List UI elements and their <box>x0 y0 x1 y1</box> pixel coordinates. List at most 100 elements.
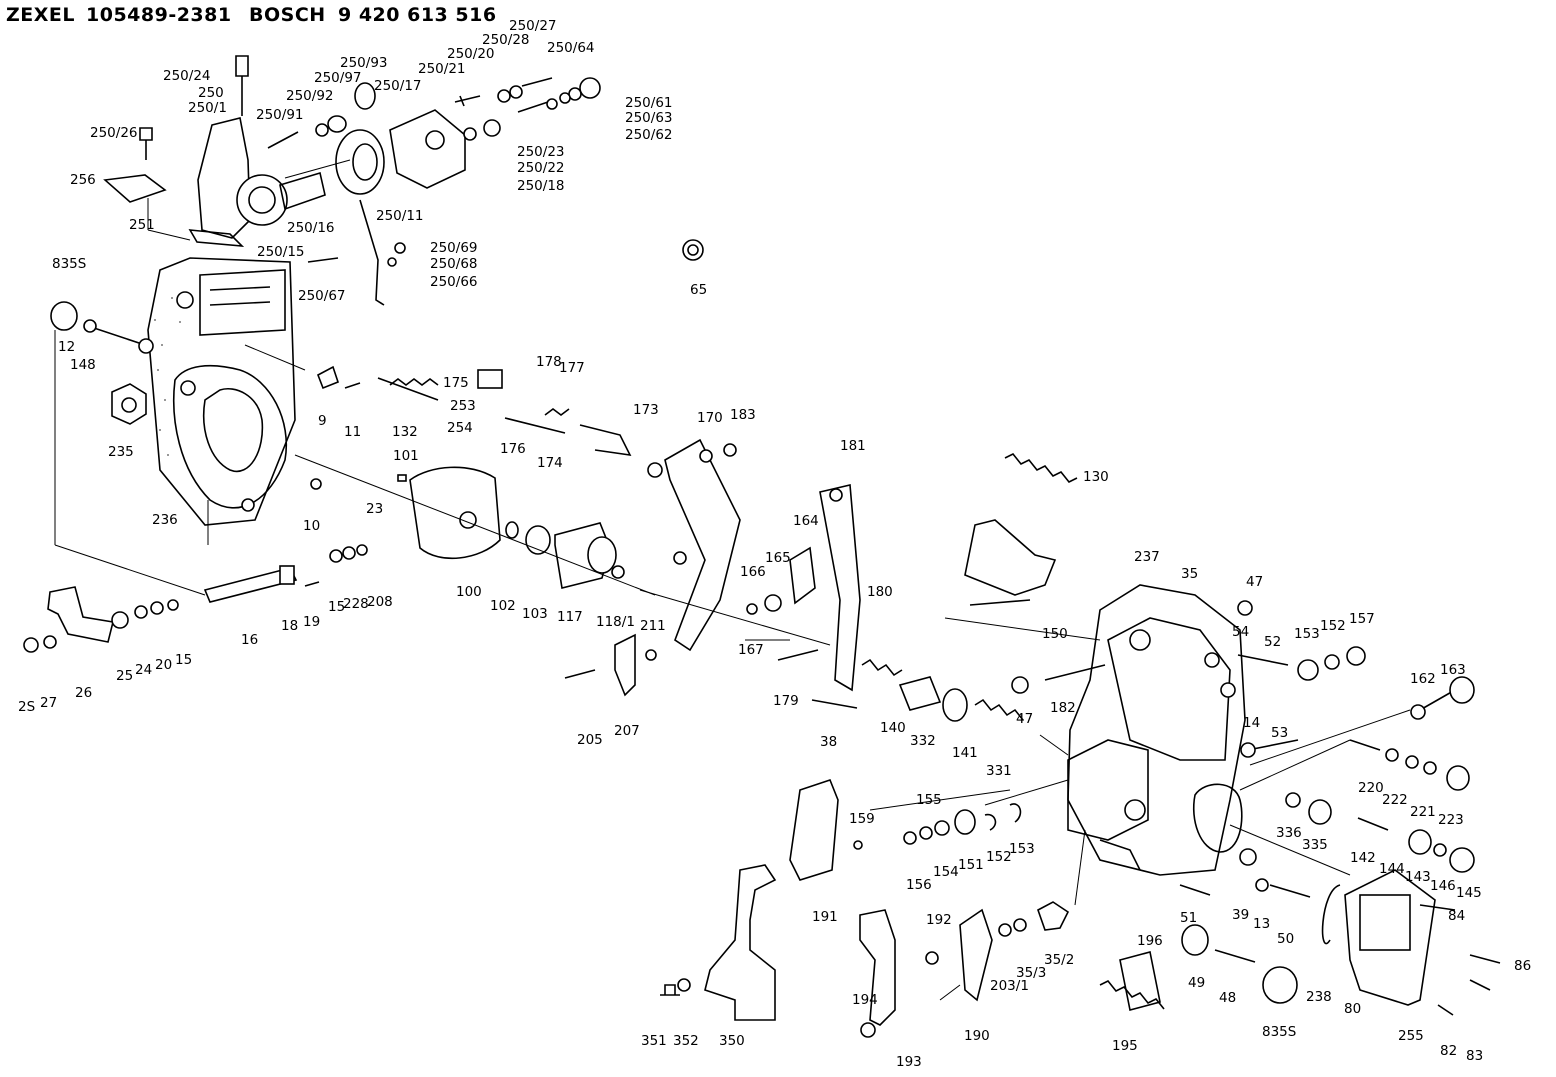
part-label-190: 190 <box>964 1028 990 1044</box>
part-label-228: 228 <box>343 596 369 612</box>
part-label-155: 155 <box>916 792 942 808</box>
part-label-352: 352 <box>673 1033 699 1049</box>
part-label-157: 157 <box>1349 611 1375 627</box>
part-label-179: 179 <box>773 693 799 709</box>
part-label-156: 156 <box>906 877 932 893</box>
part-label-140: 140 <box>880 720 906 736</box>
part-label-50: 50 <box>1277 931 1294 947</box>
part-label-23: 23 <box>366 501 383 517</box>
part-label-192: 192 <box>926 912 952 928</box>
part-number-labels: 250/24250250/1250/26256251250/91250/9225… <box>18 18 1531 1070</box>
part-label-49: 49 <box>1188 975 1205 991</box>
part-label-52: 52 <box>1264 634 1281 650</box>
part-label-12: 12 <box>58 339 75 355</box>
part-label-350: 350 <box>719 1033 745 1049</box>
part-label-48: 48 <box>1219 990 1236 1006</box>
part-label-237: 237 <box>1134 549 1160 565</box>
part-label-10: 10 <box>303 518 320 534</box>
part-label-336: 336 <box>1276 825 1302 841</box>
part-label-196: 196 <box>1137 933 1163 949</box>
part-label-118-1: 118/1 <box>596 614 635 630</box>
governor-housing-drawing <box>50 257 296 526</box>
bottom-parts-drawing <box>660 779 1165 1038</box>
part-label-178: 178 <box>536 354 562 370</box>
part-label-250-62: 250/62 <box>625 127 673 143</box>
part-label-250-24: 250/24 <box>163 68 211 84</box>
part-label-250-26: 250/26 <box>90 125 138 141</box>
part-label-835S: 835S <box>52 256 86 272</box>
part-label-250-68: 250/68 <box>430 256 478 272</box>
part-label-223: 223 <box>1438 812 1464 828</box>
part-label-180: 180 <box>867 584 893 600</box>
part-label-19: 19 <box>303 614 320 630</box>
part-label-211: 211 <box>640 618 666 634</box>
gasket-stipple <box>154 297 181 456</box>
part-label-35-2: 35/2 <box>1044 952 1074 968</box>
part-label-103: 103 <box>522 606 548 622</box>
part-label-35-3: 35/3 <box>1016 965 1046 981</box>
header-maker-1: ZEXEL <box>6 4 75 26</box>
part-label-250-69: 250/69 <box>430 240 478 256</box>
part-label-142: 142 <box>1350 850 1376 866</box>
part-label-151: 151 <box>958 857 984 873</box>
part-label-207: 207 <box>614 723 640 739</box>
part-label-182: 182 <box>1050 700 1076 716</box>
part-label-15: 15 <box>328 599 345 615</box>
part-label-38: 38 <box>820 734 837 750</box>
part-label-222: 222 <box>1382 792 1408 808</box>
part-label-9: 9 <box>318 413 327 429</box>
part-label-181: 181 <box>840 438 866 454</box>
part-label-194: 194 <box>852 992 878 1008</box>
part-label-24: 24 <box>135 662 152 678</box>
part-label-11: 11 <box>344 424 361 440</box>
part-label-250-63: 250/63 <box>625 110 673 126</box>
part-label-65: 65 <box>690 282 707 298</box>
part-label-195: 195 <box>1112 1038 1138 1054</box>
part-label-250-64: 250/64 <box>547 40 595 56</box>
part-label-167: 167 <box>738 642 764 658</box>
part-label-27: 27 <box>40 695 57 711</box>
part-label-351: 351 <box>641 1033 667 1049</box>
part-label-208: 208 <box>367 594 393 610</box>
part-label-35: 35 <box>1181 566 1198 582</box>
part-label-130: 130 <box>1083 469 1109 485</box>
part-label-159: 159 <box>849 811 875 827</box>
part-label-13: 13 <box>1253 916 1270 932</box>
part-label-144: 144 <box>1379 861 1405 877</box>
part-label-250-15: 250/15 <box>257 244 305 260</box>
part-label-86: 86 <box>1514 958 1531 974</box>
pump-housing-drawing <box>1011 584 1501 1016</box>
part-label-203-1: 203/1 <box>990 978 1029 994</box>
part-label-26: 26 <box>75 685 92 701</box>
part-label-170: 170 <box>697 410 723 426</box>
part-label-173: 173 <box>633 402 659 418</box>
part-label-164: 164 <box>793 513 819 529</box>
flyweight-shaft-drawing <box>23 466 625 653</box>
part-label-193: 193 <box>896 1054 922 1070</box>
part-label-250-11: 250/11 <box>376 208 424 224</box>
header-maker-2: BOSCH <box>249 4 326 26</box>
part-label-132: 132 <box>392 424 418 440</box>
part-label-146: 146 <box>1430 878 1456 894</box>
part-label-255: 255 <box>1398 1028 1424 1044</box>
part-label-183: 183 <box>730 407 756 423</box>
part-label-220: 220 <box>1358 780 1384 796</box>
part-label-153: 153 <box>1294 626 1320 642</box>
linkage-lever-drawing <box>316 239 1078 722</box>
part-label-152: 152 <box>1320 618 1346 634</box>
part-label-82: 82 <box>1440 1043 1457 1059</box>
part-label-102: 102 <box>490 598 516 614</box>
part-label-250-23: 250/23 <box>517 144 565 160</box>
part-label-83: 83 <box>1466 1048 1483 1064</box>
part-label-153b: 153 <box>1009 841 1035 857</box>
part-label-47b: 47 <box>1016 711 1033 727</box>
part-label-250-97: 250/97 <box>314 70 362 86</box>
part-label-117: 117 <box>557 609 583 625</box>
part-label-148: 148 <box>70 357 96 373</box>
part-label-235: 235 <box>108 444 134 460</box>
part-label-250-66: 250/66 <box>430 274 478 290</box>
part-label-20: 20 <box>155 657 172 673</box>
part-label-251: 251 <box>129 217 155 233</box>
part-label-84: 84 <box>1448 908 1465 924</box>
part-label-250-20: 250/20 <box>447 46 495 62</box>
